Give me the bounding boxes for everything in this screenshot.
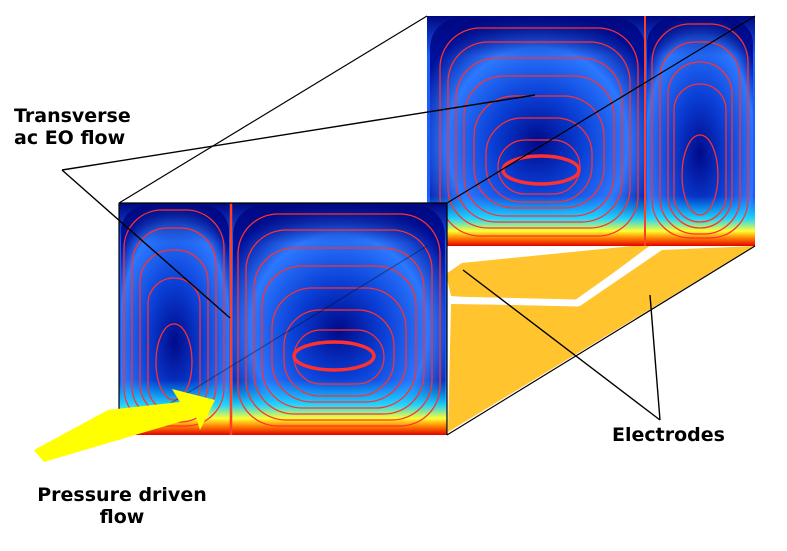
label-pressure-driven-flow: Pressure driven flow [22, 484, 222, 528]
leader-lines [61, 94, 661, 421]
electrode-plate-wide [448, 246, 754, 432]
front-cross-section [119, 203, 447, 435]
electrode-gap [448, 244, 659, 307]
leader-electrode-narrow [462, 269, 661, 421]
leader-transverse-front [61, 169, 231, 319]
label-pressure-line2: flow [99, 506, 145, 528]
label-transverse-ac-eo-flow: Transverse ac EO flow [14, 105, 131, 149]
pressure-flow-arrow [34, 389, 215, 462]
label-pressure-line1: Pressure driven [37, 484, 207, 506]
front-streamlines-large [237, 213, 441, 427]
back-streamlines-large [439, 27, 639, 237]
electrodes-group [446, 244, 754, 432]
electrode-plate-narrow [446, 244, 652, 300]
back-cross-section [427, 16, 755, 246]
label-transverse-line1: Transverse [14, 105, 131, 127]
label-transverse-line2: ac EO flow [14, 127, 126, 149]
leader-transverse-back [61, 94, 536, 171]
leader-electrode-wide [649, 294, 661, 421]
label-electrodes: Electrodes [612, 424, 725, 446]
back-streamlines-small [651, 23, 749, 239]
channel-outline [118, 15, 756, 436]
